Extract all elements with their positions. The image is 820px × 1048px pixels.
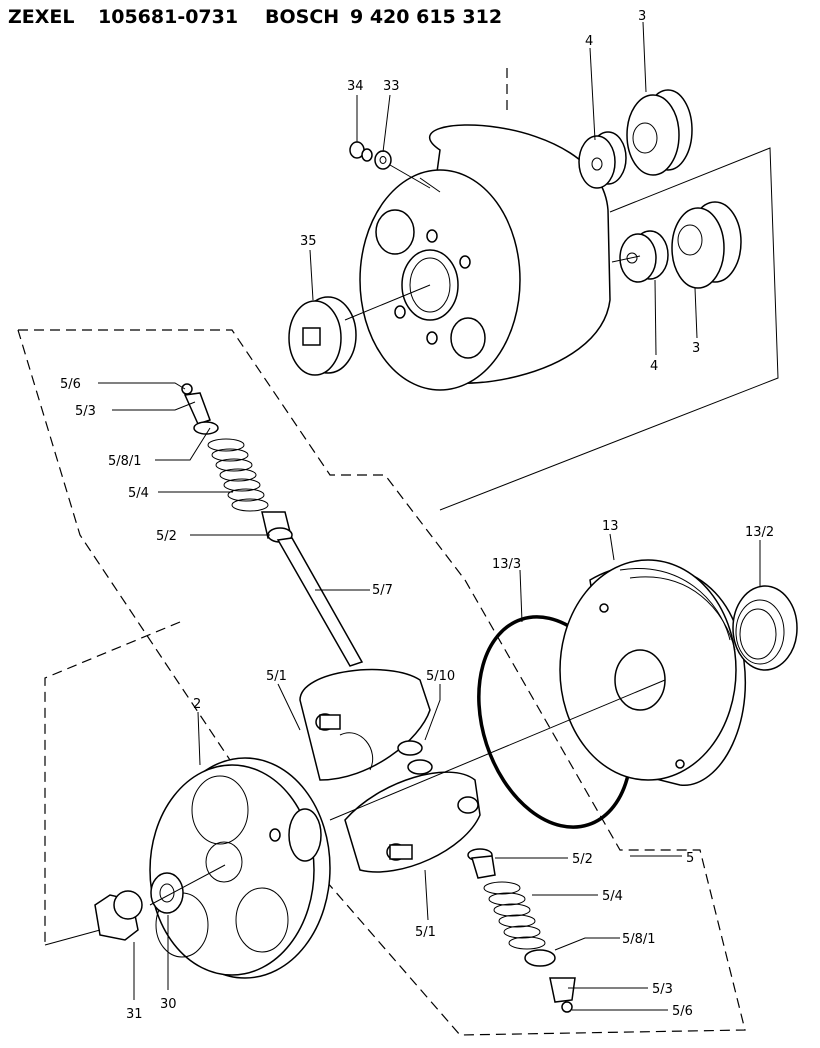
label-31: 31 <box>126 1007 143 1022</box>
label-13-2: 13/2 <box>745 525 774 540</box>
nut-31 <box>94 890 143 941</box>
label-5-6-upper: 5/6 <box>60 377 81 392</box>
cover-3-upper <box>626 89 693 176</box>
label-5-2-upper: 5/2 <box>156 529 177 544</box>
label-34: 34 <box>347 79 364 94</box>
header-part-number: 105681-0731 <box>98 6 239 28</box>
label-35: 35 <box>300 234 317 249</box>
label-5-1-upper: 5/1 <box>266 669 287 684</box>
label-4-lower: 4 <box>650 359 658 374</box>
label-5: 5 <box>686 851 694 866</box>
header-maker-number: 9 420 615 312 <box>350 6 503 28</box>
label-13: 13 <box>602 519 619 534</box>
label-5-3-upper: 5/3 <box>75 404 96 419</box>
shaft-seal-13-2 <box>732 585 798 671</box>
part-labels: 34 33 4 3 35 4 3 5/6 5/3 5/8/1 5/4 5/2 5… <box>60 9 774 1022</box>
header-brand: ZEXEL <box>8 6 75 28</box>
cover-3-lower <box>671 201 742 289</box>
label-2: 2 <box>193 697 201 712</box>
support-block-5-1-upper <box>299 668 431 781</box>
end-cover-13 <box>559 559 747 786</box>
valve-stack-lower <box>467 848 576 1013</box>
label-5-4-upper: 5/4 <box>128 486 149 501</box>
label-5-7: 5/7 <box>372 583 393 598</box>
spring-5-4-lower <box>483 881 546 950</box>
washer-33 <box>374 150 392 170</box>
label-5-6-lower: 5/6 <box>672 1004 693 1019</box>
label-5-2-lower: 5/2 <box>572 852 593 867</box>
header-maker: BOSCH <box>265 6 340 28</box>
label-30: 30 <box>160 997 177 1012</box>
label-5-8-1-lower: 5/8/1 <box>622 932 656 947</box>
bushing-4-upper <box>578 131 627 189</box>
label-5-8-1-upper: 5/8/1 <box>108 454 142 469</box>
leader-lines <box>98 21 761 1011</box>
spring-5-4-upper <box>207 438 269 512</box>
label-5-1-lower: 5/1 <box>415 925 436 940</box>
washer-30 <box>150 872 184 914</box>
label-5-4-lower: 5/4 <box>602 889 623 904</box>
support-block-5-1-lower <box>344 771 481 873</box>
cam-plate-2 <box>149 757 331 979</box>
label-3-upper: 3 <box>638 9 646 24</box>
valve-stack-upper <box>181 383 364 667</box>
pump-housing <box>359 124 611 391</box>
label-5-3-lower: 5/3 <box>652 982 673 997</box>
label-4-upper: 4 <box>585 34 593 49</box>
label-13-3: 13/3 <box>492 557 521 572</box>
label-5-10: 5/10 <box>426 669 455 684</box>
label-33: 33 <box>383 79 400 94</box>
screw-34 <box>349 141 373 162</box>
plug-35 <box>288 296 357 376</box>
bushing-4-lower <box>619 230 669 283</box>
seal-5-10 <box>397 740 433 775</box>
label-3-lower: 3 <box>692 341 700 356</box>
